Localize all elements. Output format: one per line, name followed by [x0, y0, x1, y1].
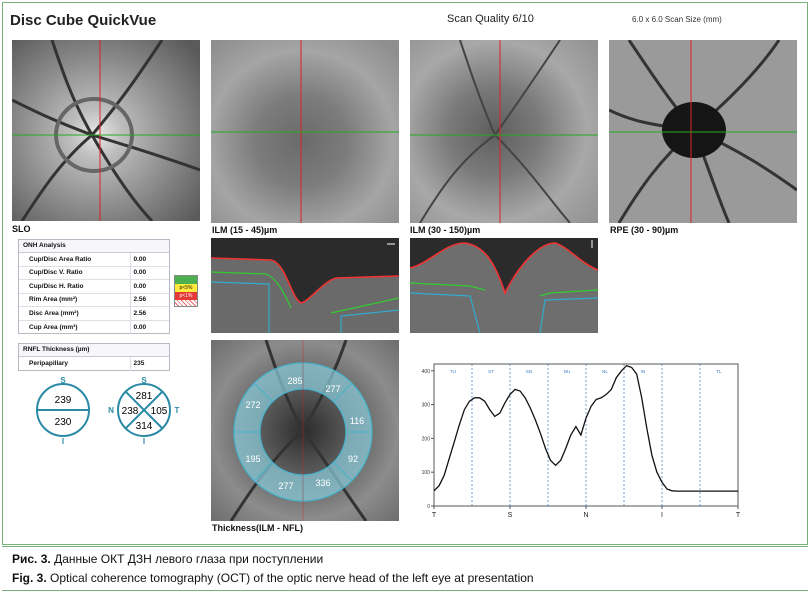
table-row: Cup/Disc H. Ratio 0.00: [19, 280, 169, 294]
x-tick-label: T: [736, 512, 741, 519]
x-tick-label: N: [583, 512, 588, 519]
quad-nasal-value: 238: [122, 406, 139, 417]
thickness-map-image: 285 277 116 92 336 277 195 272: [211, 340, 399, 521]
quad-top-value: 281: [136, 391, 153, 402]
hemi-top-value: 239: [55, 395, 72, 406]
table-row: Cup Area (mm³) 0.00: [19, 320, 169, 334]
y-tick-label: 0: [427, 504, 430, 510]
sector-label: NU: [564, 369, 571, 374]
quad-i-label: I: [143, 437, 145, 445]
sector-label: SN: [526, 369, 532, 374]
plot-area: [433, 363, 739, 507]
caption-rule-top: [2, 546, 808, 547]
scan-quality: Scan Quality 6/10: [447, 13, 534, 25]
normative-legend: p<5% p<1%: [174, 275, 198, 307]
ilm1-enface-image: [211, 40, 399, 223]
ilm2-enface-image: [410, 40, 598, 223]
clock-sector-2: 277: [325, 384, 340, 394]
quad-t-label: T: [175, 406, 180, 415]
y-tick-label: 200: [422, 436, 431, 442]
hemisphere-diagram: S I 239 230: [36, 376, 90, 445]
rnfl-title: RNFL Thickness (µm): [19, 344, 169, 357]
y-tick-label: 100: [422, 470, 431, 476]
rpe-enface-image: [609, 40, 797, 223]
y-tick-label: 300: [422, 403, 431, 409]
thickness-profile-line: [433, 364, 738, 492]
quad-n-label: N: [108, 406, 114, 415]
table-row: Cup/Disc Area Ratio 0.00: [19, 253, 169, 267]
table-row: Peripapillary 235: [19, 357, 169, 371]
legend-hatch: [175, 300, 197, 306]
legend-p5: p<5%: [175, 284, 197, 292]
table-row: Rim Area (mm²) 2.56: [19, 293, 169, 307]
clock-sector-8: 272: [245, 400, 260, 410]
ilm1-label: ILM (15 - 45)µm: [212, 225, 278, 235]
quad-bottom-value: 314: [136, 421, 153, 432]
clock-sector-5: 336: [315, 478, 330, 488]
x-tick-label: T: [432, 512, 437, 519]
table-row: Cup/Disc V. Ratio 0.00: [19, 266, 169, 280]
rpe-label: RPE (30 - 90)µm: [610, 225, 679, 235]
rnfl-thickness-table: RNFL Thickness (µm) Peripapillary 235: [18, 343, 170, 371]
clock-sector-4: 92: [348, 454, 358, 464]
sector-label: TU: [450, 369, 456, 374]
y-tick-label: 400: [422, 369, 431, 375]
sector-label: IN: [641, 369, 646, 374]
legend-p1: p<1%: [175, 292, 197, 300]
quad-s-label: S: [141, 376, 147, 385]
legend-green: [175, 276, 197, 284]
clock-sector-1: 285: [287, 376, 302, 386]
hemi-bottom-value: 230: [55, 417, 72, 428]
caption-rule-bottom: [2, 590, 808, 591]
clock-sector-3: 116: [350, 416, 364, 426]
bscan-vertical-image: [410, 238, 598, 333]
x-tick-label: S: [508, 512, 513, 519]
x-tick-label: I: [661, 512, 663, 519]
clock-sector-6: 277: [278, 481, 293, 491]
onh-analysis-table: ONH Analysis Cup/Disc Area Ratio 0.00 Cu…: [18, 239, 170, 334]
caption-ru: Рис. 3. Данные ОКТ ДЗН левого глаза при …: [12, 552, 324, 566]
onh-analysis-title: ONH Analysis: [19, 240, 169, 253]
scan-size: 6.0 x 6.0 Scan Size (mm): [632, 15, 722, 24]
sector-label: NL: [602, 369, 608, 374]
hemi-i-label: I: [62, 437, 64, 445]
sector-label: TL: [716, 369, 722, 374]
slo-image: [12, 40, 200, 221]
hemi-s-label: S: [60, 376, 66, 385]
slo-label: SLO: [12, 224, 31, 234]
ilm2-label: ILM (30 - 150)µm: [410, 225, 481, 235]
quadrant-diagram: S I N T 281 238 105 314: [108, 376, 180, 445]
bscan-horizontal-image: [211, 238, 399, 333]
table-row: Disc Area (mm²) 2.56: [19, 307, 169, 321]
sector-label: ST: [488, 369, 494, 374]
report-title: Disc Cube QuickVue: [10, 12, 157, 29]
thickness-label: Thickness(ILM - NFL): [212, 523, 304, 533]
clock-sector-7: 195: [245, 454, 260, 464]
caption-en: Fig. 3. Optical coherence tomography (OC…: [12, 571, 534, 585]
quad-temporal-value: 105: [151, 406, 168, 417]
